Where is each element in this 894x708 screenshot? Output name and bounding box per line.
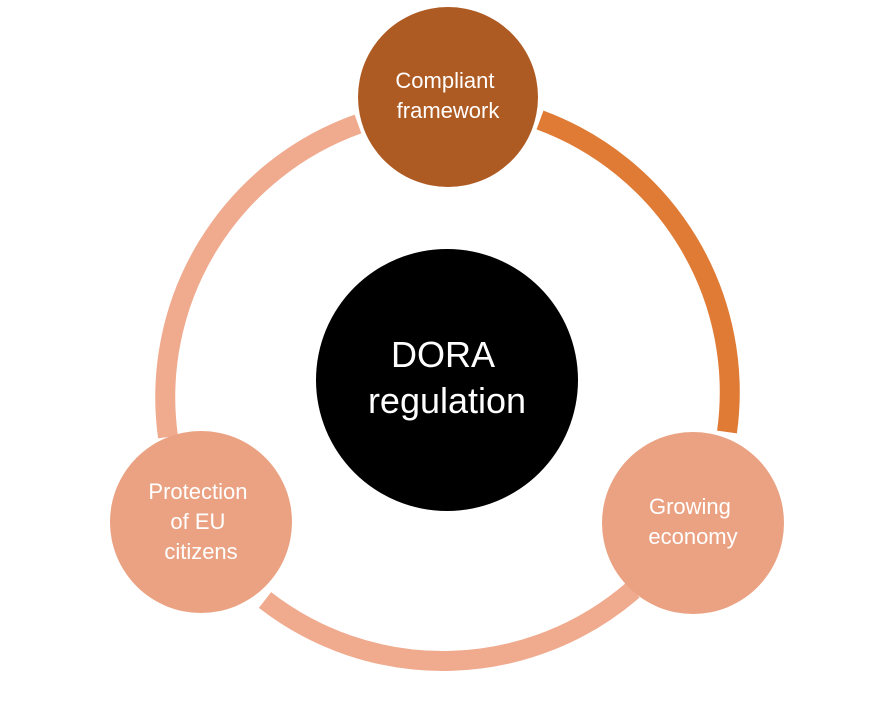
center-node: DORA regulation — [316, 249, 578, 511]
node-label-line: Protection — [148, 479, 247, 504]
node-compliant-framework: Compliant framework — [358, 7, 538, 187]
center-label: DORA regulation — [368, 334, 526, 421]
node-label-line: of EU — [170, 509, 225, 534]
node-growing-economy-label: Growing economy — [648, 494, 737, 549]
node-growing-economy: Growing economy — [602, 432, 784, 614]
node-label-line: Compliant — [395, 68, 494, 93]
center-label-line-2: regulation — [368, 380, 526, 421]
node-label-line: framework — [397, 98, 501, 123]
center-label-line-1: DORA — [391, 334, 495, 375]
arc-growing-to-protection — [258, 582, 640, 671]
node-label-line: citizens — [164, 539, 237, 564]
node-protection-eu-citizens: Protection of EU citizens — [110, 431, 292, 613]
node-protection-eu-citizens-label: Protection of EU citizens — [148, 479, 253, 564]
node-label-line: Growing — [649, 494, 731, 519]
arc-compliant-to-growing — [536, 110, 740, 434]
node-compliant-framework-label: Compliant framework — [395, 68, 500, 123]
arc-protection-to-compliant — [155, 114, 362, 439]
node-label-line: economy — [648, 524, 737, 549]
